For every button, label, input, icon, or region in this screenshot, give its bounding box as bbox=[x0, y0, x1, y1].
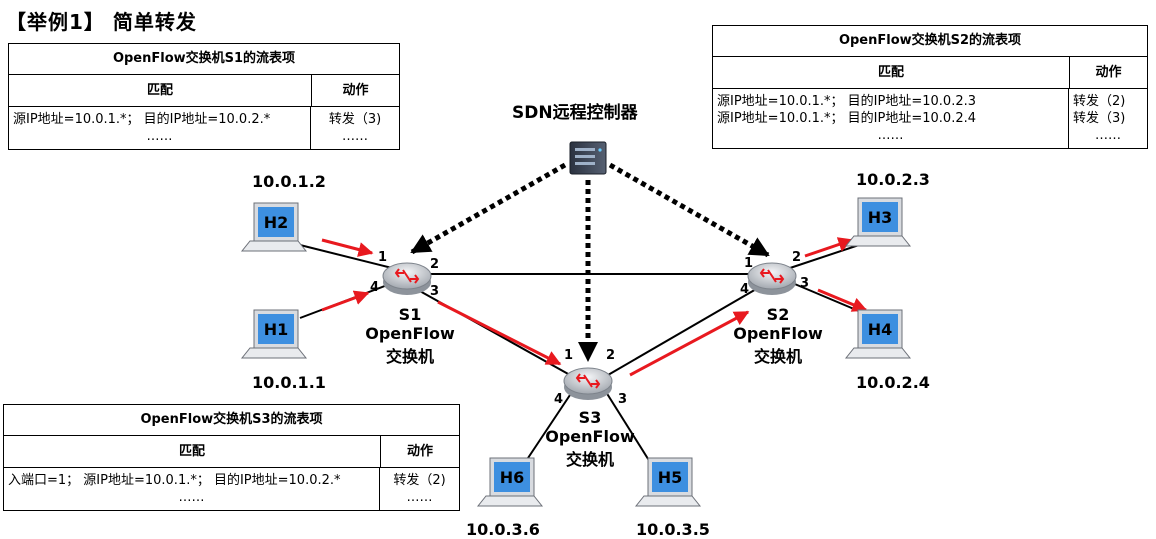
switch-desc: 交换机 bbox=[385, 347, 434, 366]
switch-name: S1 bbox=[398, 305, 422, 324]
flow-arrow-s3-s2 bbox=[629, 310, 750, 377]
match-ellipsis: …… bbox=[877, 128, 904, 143]
action-cell: 转发（3) bbox=[328, 112, 382, 127]
action-cell: 转发（2) bbox=[1073, 94, 1126, 109]
port-label: 2 bbox=[792, 250, 802, 265]
switch-type: OpenFlow bbox=[733, 324, 823, 343]
action-cell: 转发（3) bbox=[1073, 111, 1126, 126]
port-label: 3 bbox=[618, 392, 628, 407]
action-ellipsis: …… bbox=[406, 490, 433, 505]
action-ellipsis: …… bbox=[342, 129, 368, 144]
link-s3-h6 bbox=[519, 391, 573, 471]
port-label: 4 bbox=[740, 282, 750, 297]
control-channels bbox=[410, 162, 770, 362]
host-h1-ip: 10.0.1.1 bbox=[252, 373, 326, 392]
switch-name: S3 bbox=[578, 408, 602, 427]
switch-desc: 交换机 bbox=[565, 450, 614, 469]
server-icon bbox=[569, 141, 607, 175]
host-h2-ip: 10.0.1.2 bbox=[252, 172, 326, 191]
switch-s2-icon bbox=[747, 262, 797, 295]
match-cell: 入端口=1； 源IP地址=10.0.1.*； 目的IP地址=10.0.2.* bbox=[8, 473, 341, 488]
port-label: 4 bbox=[370, 280, 380, 295]
match-header: 匹配 bbox=[713, 57, 1070, 88]
laptop-h4-icon: H4 bbox=[844, 309, 912, 359]
match-cell: 源IP地址=10.0.1.*； 目的IP地址=10.0.2.4 bbox=[717, 111, 976, 126]
flow-table-s1-caption: OpenFlow交换机S1的流表项 bbox=[9, 44, 399, 75]
host-h5-label: H5 bbox=[658, 468, 683, 487]
flow-arrow-s2-h4 bbox=[817, 288, 868, 312]
action-cell: 转发（2) bbox=[393, 473, 446, 488]
action-header: 动作 bbox=[1095, 65, 1122, 80]
flow-arrow-s2-h3 bbox=[804, 237, 854, 258]
action-header: 动作 bbox=[342, 83, 369, 98]
page-title: 【举例1】 简单转发 bbox=[6, 10, 197, 34]
flow-table-s3-caption: OpenFlow交换机S3的流表项 bbox=[4, 405, 459, 436]
match-ellipsis: …… bbox=[178, 490, 205, 505]
laptop-h6-icon: H6 bbox=[476, 457, 544, 507]
port-label: 2 bbox=[606, 348, 616, 363]
switch-s3-label: S3 OpenFlow 交换机 bbox=[540, 408, 640, 470]
control-link-s1 bbox=[410, 162, 567, 255]
flow-arrow-h2-s1 bbox=[321, 238, 374, 257]
action-ellipsis: …… bbox=[1095, 128, 1121, 143]
host-h4-label: H4 bbox=[868, 320, 893, 339]
host-h6-label: H6 bbox=[500, 468, 525, 487]
switch-type: OpenFlow bbox=[545, 427, 635, 446]
flow-arrow-s1-s3 bbox=[437, 300, 562, 366]
match-ellipsis: …… bbox=[146, 129, 173, 144]
flow-table-s3: OpenFlow交换机S3的流表项 匹配 动作 入端口=1； 源IP地址=10.… bbox=[3, 404, 460, 511]
flow-arrows bbox=[321, 237, 868, 377]
link-s3-h5 bbox=[605, 391, 656, 471]
host-h5-ip: 10.0.3.5 bbox=[636, 520, 710, 539]
port-label: 1 bbox=[378, 250, 388, 265]
flow-table-s2: OpenFlow交换机S2的流表项 匹配 动作 源IP地址=10.0.1.*； … bbox=[712, 25, 1148, 149]
laptop-h1-icon: H1 bbox=[240, 309, 308, 359]
switch-s3-icon bbox=[563, 367, 613, 400]
switch-s1-label: S1 OpenFlow 交换机 bbox=[360, 305, 460, 367]
switch-s2-label: S2 OpenFlow 交换机 bbox=[728, 305, 828, 367]
host-h4-ip: 10.0.2.4 bbox=[856, 373, 930, 392]
laptop-h3-icon: H3 bbox=[844, 197, 912, 247]
port-label: 3 bbox=[430, 284, 440, 299]
flow-table-s1: OpenFlow交换机S1的流表项 匹配 动作 源IP地址=10.0.1.*； … bbox=[8, 43, 400, 150]
match-header: 匹配 bbox=[9, 75, 312, 106]
switch-type: OpenFlow bbox=[365, 324, 455, 343]
flow-table-s2-caption: OpenFlow交换机S2的流表项 bbox=[713, 26, 1147, 57]
flow-arrow-h1-s1 bbox=[321, 290, 370, 312]
host-h6-ip: 10.0.3.6 bbox=[466, 520, 540, 539]
link-s3-s2 bbox=[607, 287, 759, 376]
port-label: 2 bbox=[430, 257, 440, 272]
controller-label: SDN远程控制器 bbox=[512, 103, 638, 123]
match-cell: 源IP地址=10.0.1.*； 目的IP地址=10.0.2.3 bbox=[717, 94, 976, 109]
switch-name: S2 bbox=[766, 305, 790, 324]
port-label: 1 bbox=[564, 348, 574, 363]
link-h2-s1 bbox=[299, 244, 393, 269]
switch-desc: 交换机 bbox=[753, 347, 802, 366]
host-h3-ip: 10.0.2.3 bbox=[856, 170, 930, 189]
switch-s1-icon bbox=[382, 262, 432, 295]
match-cell: 源IP地址=10.0.1.*； 目的IP地址=10.0.2.* bbox=[13, 112, 271, 127]
port-label: 1 bbox=[744, 256, 754, 271]
host-h3-label: H3 bbox=[868, 208, 893, 227]
match-header: 匹配 bbox=[4, 436, 381, 467]
laptop-h2-icon: H2 bbox=[240, 202, 308, 252]
port-label: 3 bbox=[800, 276, 810, 291]
action-header: 动作 bbox=[406, 444, 433, 459]
laptop-h5-icon: H5 bbox=[634, 457, 702, 507]
host-h1-label: H1 bbox=[264, 320, 289, 339]
host-h2-label: H2 bbox=[264, 213, 289, 232]
port-label: 4 bbox=[554, 392, 564, 407]
control-link-s2 bbox=[608, 162, 770, 258]
